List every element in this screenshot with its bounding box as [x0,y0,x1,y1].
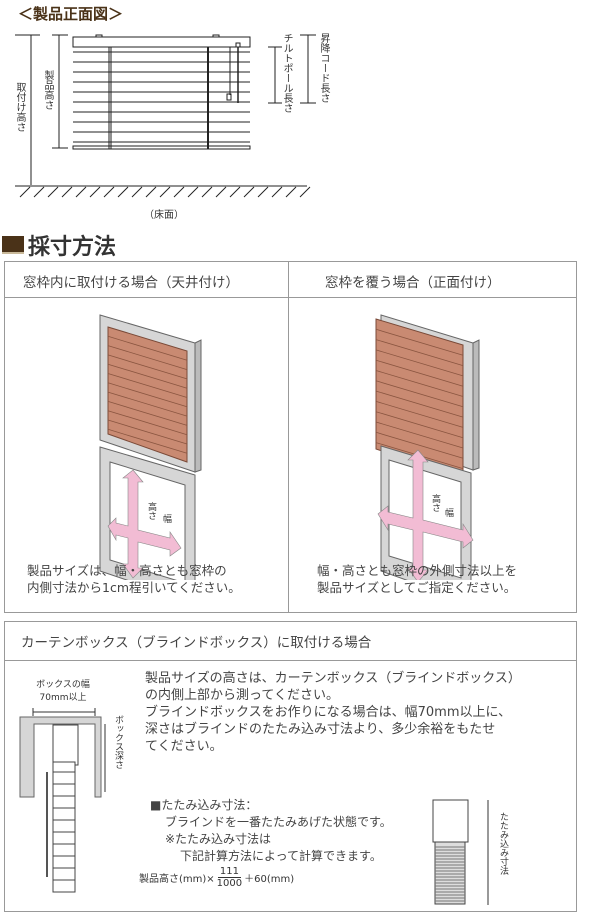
box-width-min-label: 70mm以上 [39,693,87,703]
floor-hatch [243,186,255,198]
slat [107,401,188,426]
box-depth-label: ボックス深さ [113,715,123,769]
inside-instruction-line2: 内側寸法から1cm程引いてください。 [27,580,241,595]
floor-hatch [187,186,199,198]
floor-hatch [33,186,45,198]
stack-height-note: ※たたみ込み寸法は [165,832,272,846]
stack-height-desc: ブラインドを一番たたみあげた状態です。 [165,815,392,829]
floor-hatch [271,186,283,198]
box-width-label: ボックスの幅 [36,680,90,690]
slat [107,428,188,454]
curtain-box-section: カーテンボックス（ブラインドボックス）に取付ける場合 ボックスの幅 70mm以上… [4,621,577,912]
inside-width-label: 幅 [163,513,172,525]
box-instruction-line: 製品サイズの高さは、カーテンボックス（ブラインドボックス） [145,671,521,686]
floor-hatch [19,186,31,198]
floor-hatch [89,186,101,198]
product-height-label: 製品高さ [42,70,53,110]
tilt-pole-label: チルトポール長さ [281,33,292,113]
slat [375,411,464,439]
slat [107,382,188,408]
slat [107,354,188,380]
box-instruction-line: 深さはブラインドのたたみ込み寸法より、多少余裕をもたせ [145,722,496,737]
floor-hatch [173,186,185,198]
slat [107,410,188,436]
stack-height-title: ■たたみ込み寸法： [150,798,258,812]
floor-hatch [285,186,297,198]
slat [375,390,464,418]
inside-instruction-line1: 製品サイズは、幅・高さとも窓枠の [27,563,227,578]
inside-mount-header: 窓枠内に取付ける場合（天井付け） [23,275,239,291]
floor-hatch [103,186,115,198]
slat [107,373,188,398]
slat [375,328,464,356]
floor-hatch [229,186,241,198]
outside-mount-header: 窓枠を覆う場合（正面付け） [325,275,501,291]
mount-height-label: 取付け高さ [14,82,25,132]
floor-hatch [61,186,73,198]
slat [375,359,464,387]
floor-hatch [145,186,157,198]
floor-hatch [299,186,311,198]
floor-hatch [257,186,269,198]
outside-instruction-line2: 製品サイズとしてご指定ください。 [317,580,517,595]
formula-numerator: 111 [217,866,241,878]
measuring-table: 窓枠内に取付ける場合（天井付け） 窓枠を覆う場合（正面付け） 高さ 幅 高さ 幅… [4,261,577,613]
slat [107,345,188,370]
inside-mount-illustration: 高さ 幅 [99,314,202,580]
outside-mount-illustration: 高さ 幅 [375,314,480,580]
measuring-heading: 採寸方法 [2,229,116,261]
lift-cord-label: 昇降コード長さ [318,33,329,103]
floor-hatch [201,186,213,198]
formula-denominator: 1000 [216,878,243,889]
floor-hatch [75,186,87,198]
stacked-blind-diagram [432,799,489,905]
inside-height-label: 高さ [146,501,157,520]
slat [375,349,464,377]
front-view-diagram [15,34,316,198]
floor-hatch [215,186,227,198]
floor-hatch [159,186,171,198]
slat [375,380,464,408]
box-instruction-line: ブラインドボックスをお作りになる場合は、幅70mm以上に、 [145,705,512,720]
slat [107,419,188,445]
slat [107,335,188,361]
outside-width-label: 幅 [445,507,454,519]
formula-suffix: ＋60(mm) [244,874,295,885]
slat [375,421,464,449]
floor-hatch [117,186,129,198]
box-instruction-line: てください。 [145,739,223,754]
outside-instruction-line1: 幅・高さとも窓枠の外側寸法以上を [317,563,518,578]
floor-hatch [131,186,143,198]
slat [375,431,464,459]
slat [107,363,188,389]
measuring-title: 採寸方法 [28,235,117,260]
front-view-title: ＜製品正面図＞ [18,5,124,23]
outside-height-label: 高さ [430,493,441,512]
slat [375,370,464,397]
floor-hatch [47,186,59,198]
box-instruction-line: の内側上部から測ってください。 [145,688,339,703]
stack-height-note2: 下記計算方法によって計算できます。 [180,849,382,863]
slat [375,401,464,428]
slat [375,339,464,366]
floor-label: （床面） [144,210,184,221]
curtain-box-header: カーテンボックス（ブラインドボックス）に取付ける場合 [21,635,372,651]
stack-height-label: たたみ込み寸法 [498,812,508,875]
heading-square-icon [2,236,24,254]
slat [107,391,188,417]
curtain-box-side-diagram [19,708,106,893]
formula-prefix: 製品高さ(mm)× [139,874,215,885]
